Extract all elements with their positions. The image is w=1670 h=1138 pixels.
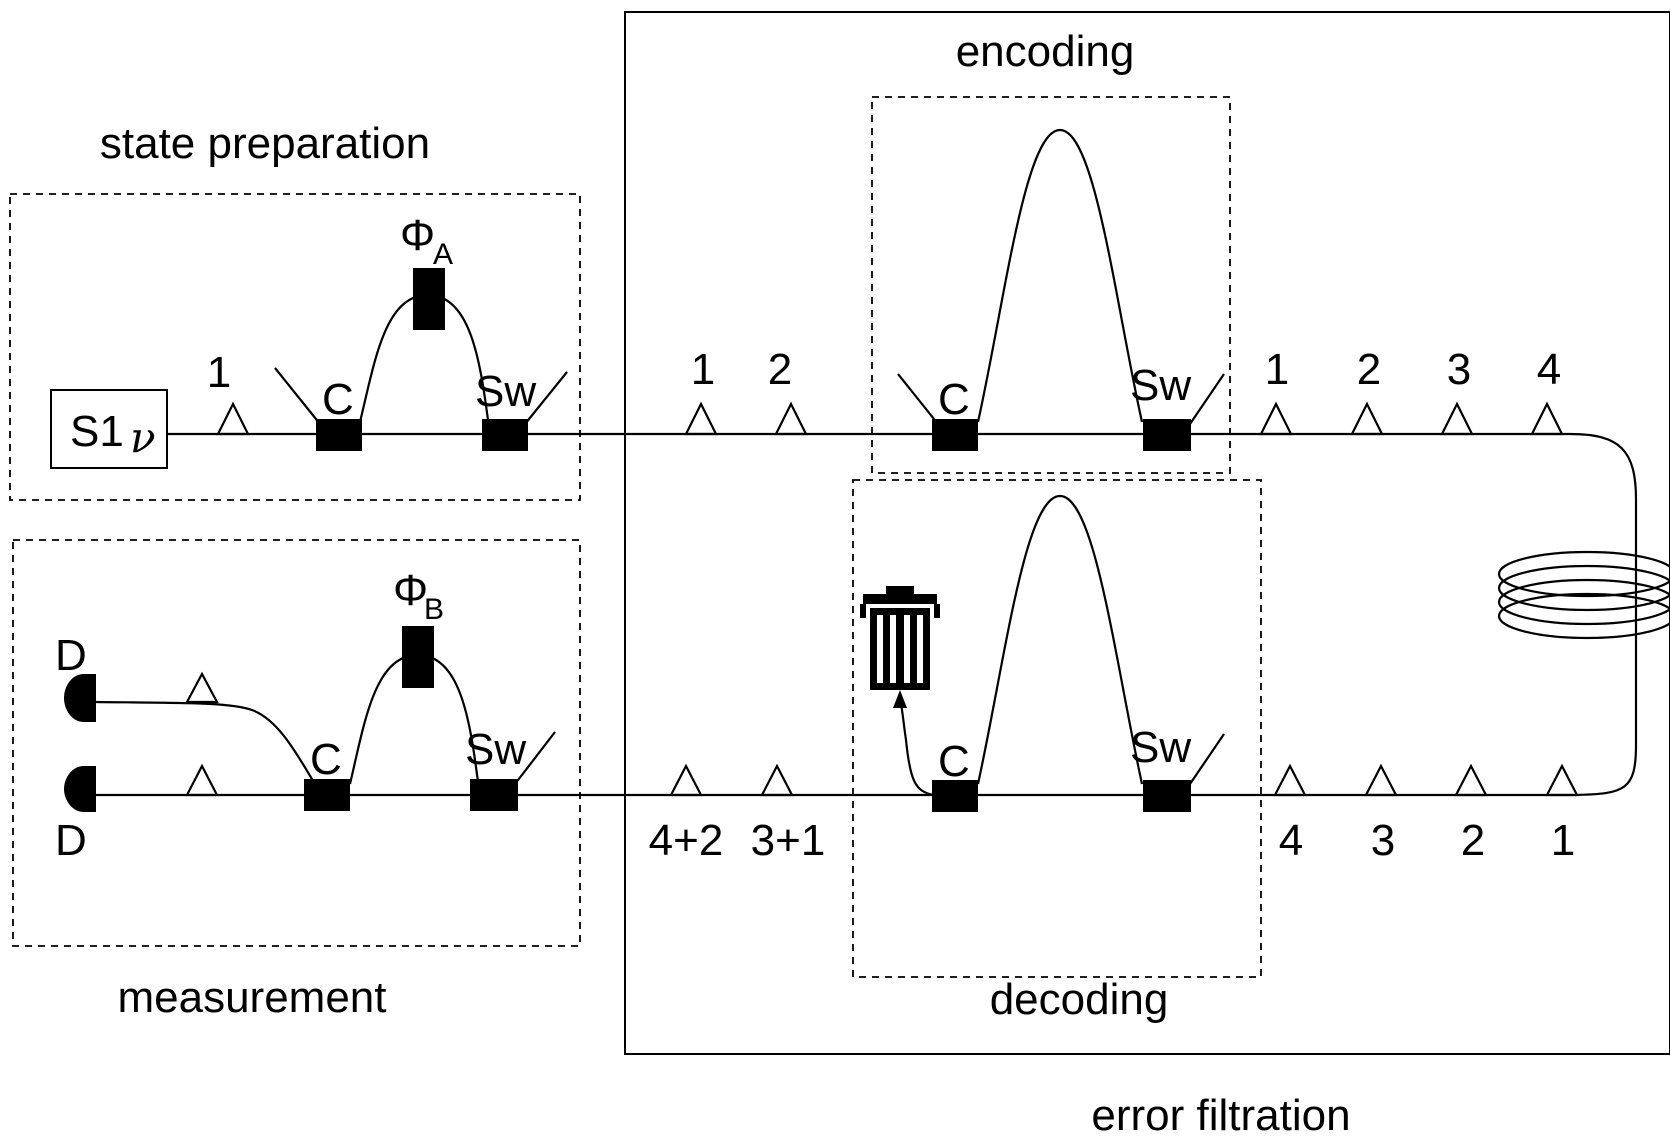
detector-bottom-label: D (55, 816, 87, 865)
decoding-coupler (932, 780, 978, 812)
encoding-switch (1143, 419, 1191, 451)
source-box: S1 ν (50, 389, 168, 469)
measurement-frame (12, 539, 581, 947)
pulse-triangle-icon (216, 401, 1564, 436)
phase-modulator-a (413, 268, 445, 330)
pulse-label: 1 (207, 348, 231, 397)
pulse-label: 2 (1461, 816, 1485, 865)
source-label: S1 (70, 407, 124, 456)
state-preparation-title: state preparation (100, 119, 430, 168)
phase-b-subscript: B (424, 593, 444, 626)
pulse-label: 1 (691, 345, 715, 394)
encoding-arm (976, 128, 1144, 423)
prep-switch-lead (524, 371, 568, 425)
discard-path (898, 699, 935, 797)
encoding-coupler-label: C (938, 375, 970, 424)
pulse-label: 1 (1551, 816, 1575, 865)
error-filtration-title: error filtration (1091, 1091, 1350, 1138)
encoding-coupler (932, 419, 978, 451)
phase-a-subscript: A (433, 238, 453, 271)
state-preparation-frame (9, 193, 581, 501)
prep-coupler-lead (274, 367, 321, 425)
source-nu: ν (130, 413, 156, 462)
pulse-label: 2 (768, 345, 792, 394)
detector-icon (64, 766, 96, 812)
encoding-coupler-lead (897, 373, 939, 425)
prep-switch (482, 419, 528, 451)
measurement-switch-lead (514, 731, 556, 785)
detector-top-label: D (55, 631, 87, 680)
pulse-label: 1 (1265, 345, 1289, 394)
phase-modulator-b (402, 626, 434, 688)
pulse-label: 3 (1447, 345, 1471, 394)
encoding-title: encoding (956, 27, 1135, 76)
measurement-upper-fiber (94, 700, 316, 785)
fiber-coil-icon (1497, 550, 1670, 640)
encoding-switch-label: Sw (1130, 361, 1191, 410)
phase-b-symbol: Φ (393, 566, 428, 615)
decoding-switch (1143, 780, 1191, 812)
decoding-switch-lead (1189, 733, 1225, 785)
detector-icon (64, 674, 96, 722)
prep-coupler (316, 419, 362, 451)
pulse-label: 4 (1279, 816, 1303, 865)
prep-coupler-label: C (322, 375, 354, 424)
measurement-switch (470, 779, 518, 811)
measurement-coupler-label: C (310, 735, 342, 784)
measurement-coupler (304, 779, 350, 811)
pulse-label: 4+2 (649, 816, 724, 865)
encoding-switch-lead (1189, 373, 1225, 425)
prep-switch-label: Sw (475, 367, 536, 416)
pulse-label: 3 (1371, 816, 1395, 865)
trash-icon (860, 586, 940, 690)
decoding-coupler-label: C (938, 737, 970, 786)
phase-a-symbol: Φ (400, 211, 435, 260)
decoding-arm (976, 494, 1144, 785)
measurement-switch-label: Sw (465, 725, 526, 774)
pulse-label: 2 (1357, 345, 1381, 394)
decoding-title: decoding (990, 975, 1169, 1024)
decoding-switch-label: Sw (1130, 723, 1191, 772)
encoding-frame (871, 96, 1231, 474)
pulse-label: 3+1 (751, 816, 826, 865)
decoding-frame (852, 479, 1262, 978)
pulse-label: 4 (1537, 345, 1561, 394)
pulse-triangle-icon (185, 671, 1579, 797)
error-filtration-frame (624, 11, 1670, 1055)
fiber-loop (1569, 432, 1638, 797)
measurement-title: measurement (117, 973, 386, 1022)
discard-arrowhead (893, 690, 907, 708)
